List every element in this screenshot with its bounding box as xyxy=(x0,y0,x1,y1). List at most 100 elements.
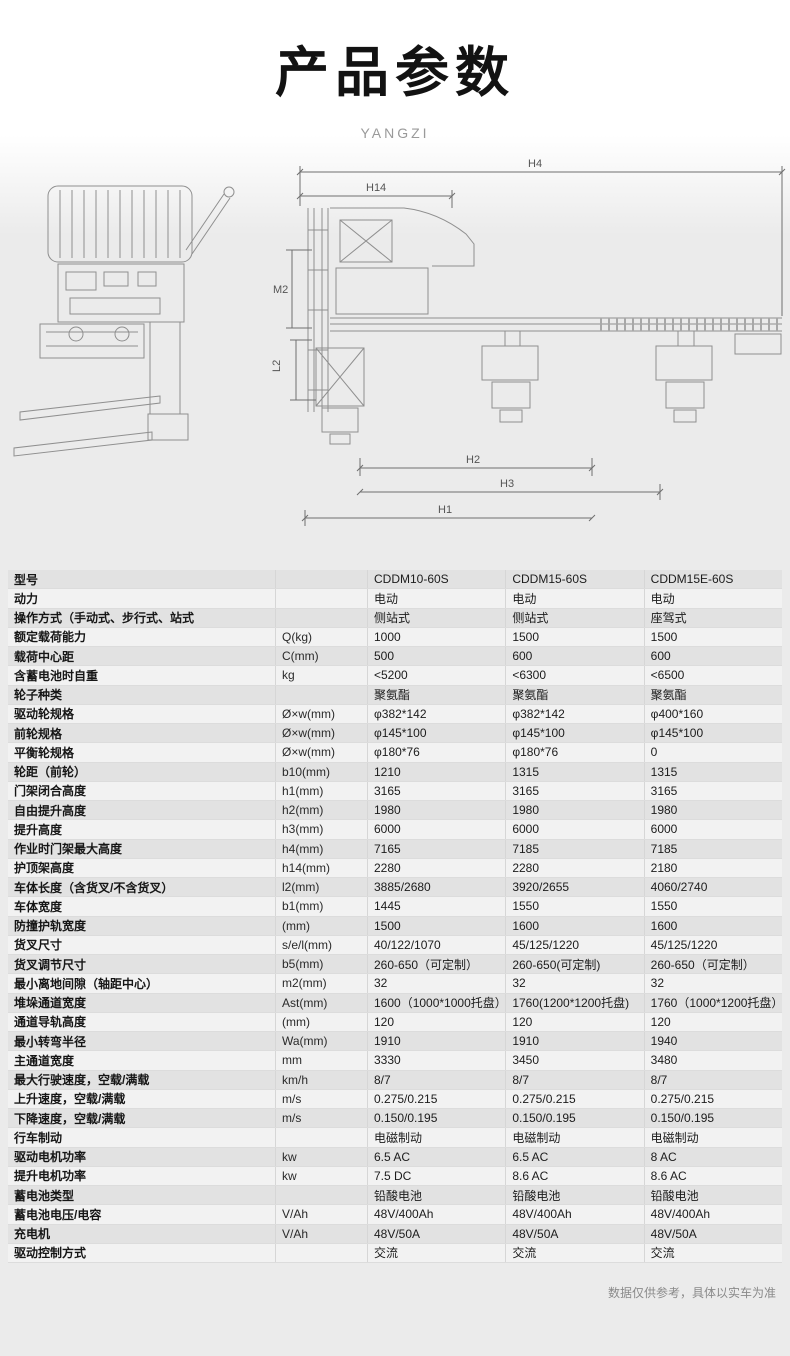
spec-label: 防撞护轨宽度 xyxy=(8,916,276,935)
spec-unit xyxy=(276,1243,368,1262)
spec-value-col2: 0.150/0.195 xyxy=(506,1109,645,1128)
spec-label: 轮子种类 xyxy=(8,685,276,704)
table-row: 轮子种类聚氨酯聚氨酯聚氨酯 xyxy=(8,685,782,705)
spec-value-col3: 0 xyxy=(650,745,658,760)
spec-value-col1: 48V/50A xyxy=(368,1224,507,1243)
spec-value-col3: 8/7 xyxy=(650,1072,668,1087)
spec-value-col1: 500 xyxy=(368,647,507,666)
spec-value-col2: 3165 xyxy=(506,781,645,800)
spec-value-col3: 120 xyxy=(650,1014,671,1029)
spec-unit: Wa(mm) xyxy=(276,1032,368,1051)
dim-label-h3: H3 xyxy=(500,478,514,490)
spec-label: 额定载荷能力 xyxy=(8,627,276,646)
spec-value-col3: 48V/400Ah xyxy=(650,1207,711,1222)
spec-value-col1: 2280 xyxy=(368,858,507,877)
spec-value-col2: φ145*100 xyxy=(506,724,645,743)
dim-label-m2: M2 xyxy=(273,284,288,296)
spec-value-col3: 电磁制动 xyxy=(650,1130,699,1145)
spec-unit: V/Ah xyxy=(276,1224,368,1243)
spec-unit: h14(mm) xyxy=(276,858,368,877)
spec-value-col1: 6000 xyxy=(368,820,507,839)
spec-value-col3: 8.6 AC xyxy=(650,1168,687,1183)
spec-unit: m2(mm) xyxy=(276,974,368,993)
spec-unit: b1(mm) xyxy=(276,897,368,916)
spec-unit xyxy=(276,570,368,589)
spec-value-col2: 48V/400Ah xyxy=(506,1205,645,1224)
disclaimer-text: 数据仅供参考，具体以实车为准 xyxy=(607,1286,776,1300)
spec-value-col2: 1910 xyxy=(506,1032,645,1051)
spec-value-col1: 侧站式 xyxy=(368,608,507,627)
spec-label: 蓄电池电压/电容 xyxy=(8,1205,276,1224)
spec-value-col1: 7.5 DC xyxy=(368,1166,507,1185)
spec-label: 驱动电机功率 xyxy=(8,1147,276,1166)
spec-label: 载荷中心距 xyxy=(8,647,276,666)
spec-value-col1: 6.5 AC xyxy=(368,1147,507,1166)
spec-unit: h1(mm) xyxy=(276,781,368,800)
spec-value-col3: <6500 xyxy=(650,668,685,683)
spec-value-col2: 3450 xyxy=(506,1051,645,1070)
spec-value-col1: <5200 xyxy=(368,666,507,685)
spec-value-col2: 交流 xyxy=(506,1243,645,1262)
spec-value-col2: 260-650(可定制) xyxy=(506,955,645,974)
spec-value-col1: 48V/400Ah xyxy=(368,1205,507,1224)
spec-label: 通道导轨高度 xyxy=(8,1012,276,1031)
spec-label: 堆垛通道宽度 xyxy=(8,993,276,1012)
spec-unit: kw xyxy=(276,1166,368,1185)
spec-label: 下降速度，空载/满载 xyxy=(8,1109,276,1128)
spec-value-col1: 0.275/0.215 xyxy=(368,1089,507,1108)
spec-unit: km/h xyxy=(276,1070,368,1089)
spec-unit xyxy=(276,685,368,704)
spec-unit: Q(kg) xyxy=(276,627,368,646)
spec-value-col3: 1600 xyxy=(650,918,678,933)
table-row: 蓄电池类型铅酸电池铅酸电池铅酸电池 xyxy=(8,1186,782,1206)
spec-unit: m/s xyxy=(276,1109,368,1128)
spec-value-col3: 4060/2740 xyxy=(650,880,708,895)
spec-label: 主通道宽度 xyxy=(8,1051,276,1070)
spec-value-col1: 1000 xyxy=(368,627,507,646)
table-row: 行车制动电磁制动电磁制动电磁制动 xyxy=(8,1128,782,1148)
spec-value-col3: 2180 xyxy=(650,860,678,875)
forklift-front-view xyxy=(13,185,235,457)
spec-unit: kw xyxy=(276,1147,368,1166)
spec-value-col1: φ145*100 xyxy=(368,724,507,743)
spec-value-col1: 8/7 xyxy=(368,1070,507,1089)
spec-value-col3: 1315 xyxy=(650,764,678,779)
spec-value-col3: 32 xyxy=(650,976,665,991)
spec-label: 最小转弯半径 xyxy=(8,1032,276,1051)
spec-value-col2: 1980 xyxy=(506,801,645,820)
spec-value-col3: 聚氨酯 xyxy=(650,688,687,703)
spec-value-col1: 交流 xyxy=(368,1243,507,1262)
spec-value-col1: 1910 xyxy=(368,1032,507,1051)
spec-value-col2: 7185 xyxy=(506,839,645,858)
spec-value-col2: 3920/2655 xyxy=(506,878,645,897)
spec-unit xyxy=(276,608,368,627)
spec-unit: b10(mm) xyxy=(276,762,368,781)
spec-unit: C(mm) xyxy=(276,647,368,666)
spec-label: 蓄电池类型 xyxy=(8,1186,276,1205)
spec-value-col1: 电磁制动 xyxy=(368,1128,507,1147)
spec-value-col1: 0.150/0.195 xyxy=(368,1109,507,1128)
spec-value-col2: 32 xyxy=(506,974,645,993)
spec-label: 提升高度 xyxy=(8,820,276,839)
spec-value-col1: φ382*142 xyxy=(368,704,507,723)
spec-label: 作业时门架最大高度 xyxy=(8,839,276,858)
spec-value-col2: 2280 xyxy=(506,858,645,877)
page-title: 产品参数 xyxy=(275,43,515,103)
spec-value-col2: 8/7 xyxy=(506,1070,645,1089)
spec-unit: b5(mm) xyxy=(276,955,368,974)
